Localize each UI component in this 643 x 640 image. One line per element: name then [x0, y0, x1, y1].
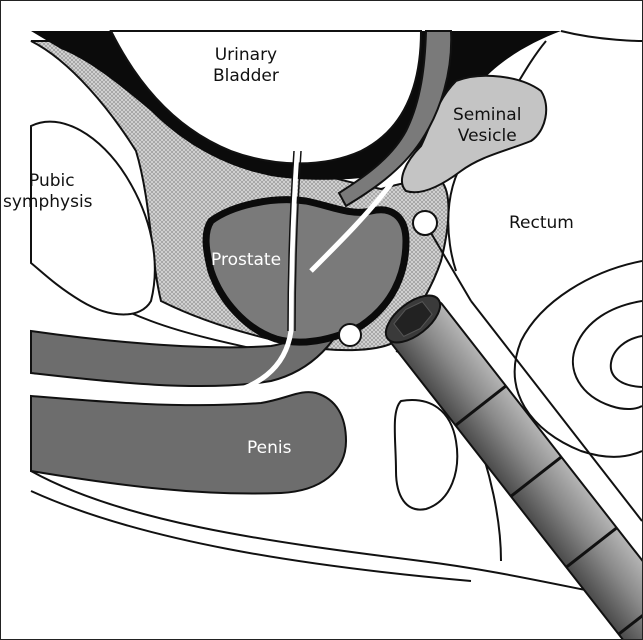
nodule-upper [413, 211, 437, 235]
label-urinary-bladder-line2: Bladder [213, 66, 279, 87]
label-seminal-vesicle-line1: Seminal [453, 105, 521, 126]
label-urinary-bladder-line1: Urinary [213, 45, 279, 66]
label-seminal-vesicle: Seminal Vesicle [453, 105, 521, 147]
label-prostate: Prostate [211, 250, 281, 271]
label-seminal-vesicle-line2: Vesicle [453, 126, 521, 147]
nodule-lower [339, 324, 361, 346]
label-pubic-symphysis-line1: Pubic [3, 171, 93, 192]
label-urinary-bladder: Urinary Bladder [213, 45, 279, 87]
penis-shape [31, 392, 346, 493]
label-penis: Penis [247, 438, 291, 459]
label-pubic-symphysis-line2: symphysis [3, 192, 93, 213]
label-pubic-symphysis: Pubic symphysis [3, 171, 93, 213]
label-rectum: Rectum [509, 213, 574, 234]
